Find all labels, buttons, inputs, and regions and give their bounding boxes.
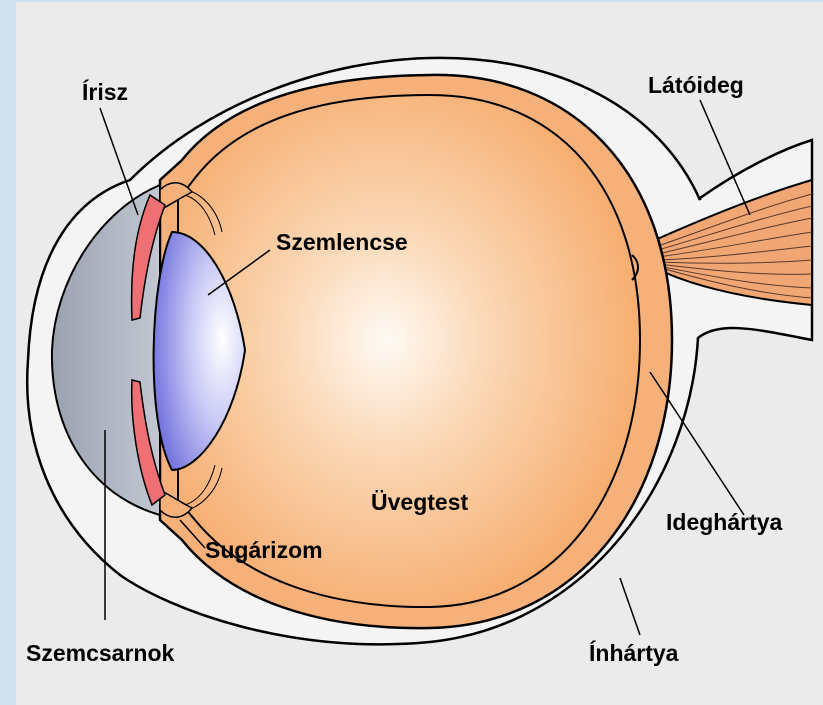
label-irisz: Írisz <box>82 78 128 105</box>
vitreous-body <box>178 95 640 607</box>
label-inhartya: Ínhártya <box>589 639 679 666</box>
label-latoideg: Látóideg <box>648 72 744 98</box>
label-szemlencse: Szemlencse <box>276 229 408 255</box>
label-ideghartya: Ideghártya <box>666 509 783 535</box>
label-uvegtest: Üvegtest <box>371 489 468 515</box>
label-sugarizom: Sugárizom <box>205 537 323 563</box>
label-szemcsarnok: Szemcsarnok <box>26 640 175 666</box>
